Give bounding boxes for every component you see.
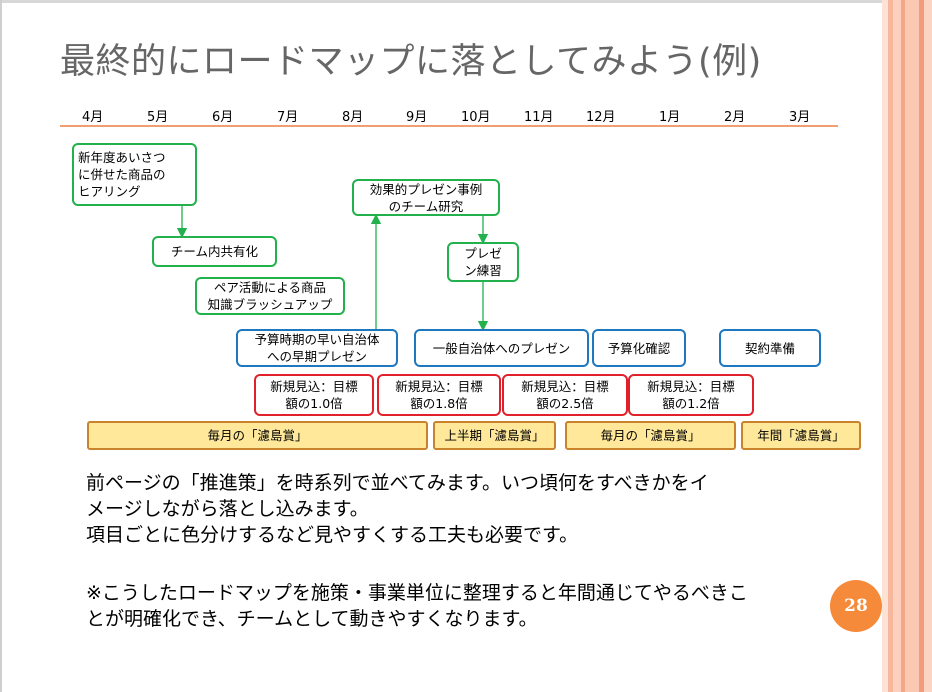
month-label: 8月 [342, 110, 364, 125]
month-label: 4月 [82, 110, 104, 125]
contract-prep-box: 契約準備 [719, 329, 821, 367]
month-label: 5月 [147, 110, 169, 125]
month-label: 11月 [524, 110, 554, 125]
team-share-box: チーム内共有化 [152, 236, 277, 267]
budget-confirm-box: 予算化確認 [592, 329, 686, 367]
month-label: 3月 [789, 110, 811, 125]
target-box: 新規見込：目標 額の1.2倍 [628, 374, 754, 416]
pair-activity-box: ペア活動による商品 知識ブラッシュアップ [195, 277, 345, 315]
general-presentation-box: 一般自治体へのプレゼン [414, 329, 589, 367]
slide-top-border [0, 0, 932, 3]
slide-left-border [0, 0, 2, 692]
month-label: 6月 [212, 110, 234, 125]
page-title: 最終的にロードマップに落としてみよう(例) [60, 42, 762, 82]
month-label: 9月 [406, 110, 428, 125]
body-text-line: 前ページの「推進策」を時系列で並べてみます。いつ頃何をすべきかをイ [86, 472, 709, 494]
award-box: 毎月の「濾島賞」 [87, 421, 428, 450]
case-study-box: 効果的プレゼン事例 のチーム研究 [352, 179, 500, 216]
presentation-practice-box: プレゼ ン練習 [447, 242, 519, 282]
body-text-line: ※こうしたロードマップを施策・事業単位に整理すると年間通じてやるべきこ [86, 582, 748, 604]
award-box: 年間「濾島賞」 [741, 421, 861, 450]
target-box: 新規見込：目標 額の2.5倍 [502, 374, 628, 416]
month-label: 12月 [586, 110, 616, 125]
body-text-line: メージしながら落とし込みます。 [86, 498, 369, 520]
target-box: 新規見込：目標 額の1.0倍 [254, 374, 374, 416]
target-box: 新規見込：目標 額の1.8倍 [377, 374, 501, 416]
timeline-axis [60, 125, 838, 127]
month-label: 2月 [724, 110, 746, 125]
right-decorative-stripes [882, 0, 932, 692]
award-box: 上半期「濾島賞」 [433, 421, 556, 450]
month-label: 10月 [461, 110, 491, 125]
body-text-line: とが明確化でき、チームとして動きやすくなります。 [86, 608, 538, 630]
page-number-badge: 28 [830, 580, 882, 632]
hearing-box: 新年度あいさつ に併せた商品の ヒアリング [72, 143, 197, 206]
month-label: 7月 [277, 110, 299, 125]
body-text-line: 項目ごとに色分けするなど見やすくする工夫も必要です。 [86, 524, 579, 546]
month-label: 1月 [659, 110, 681, 125]
award-box: 毎月の「濾島賞」 [565, 421, 736, 450]
early-presentation-box: 予算時期の早い自治体 への早期プレゼン [236, 329, 398, 367]
